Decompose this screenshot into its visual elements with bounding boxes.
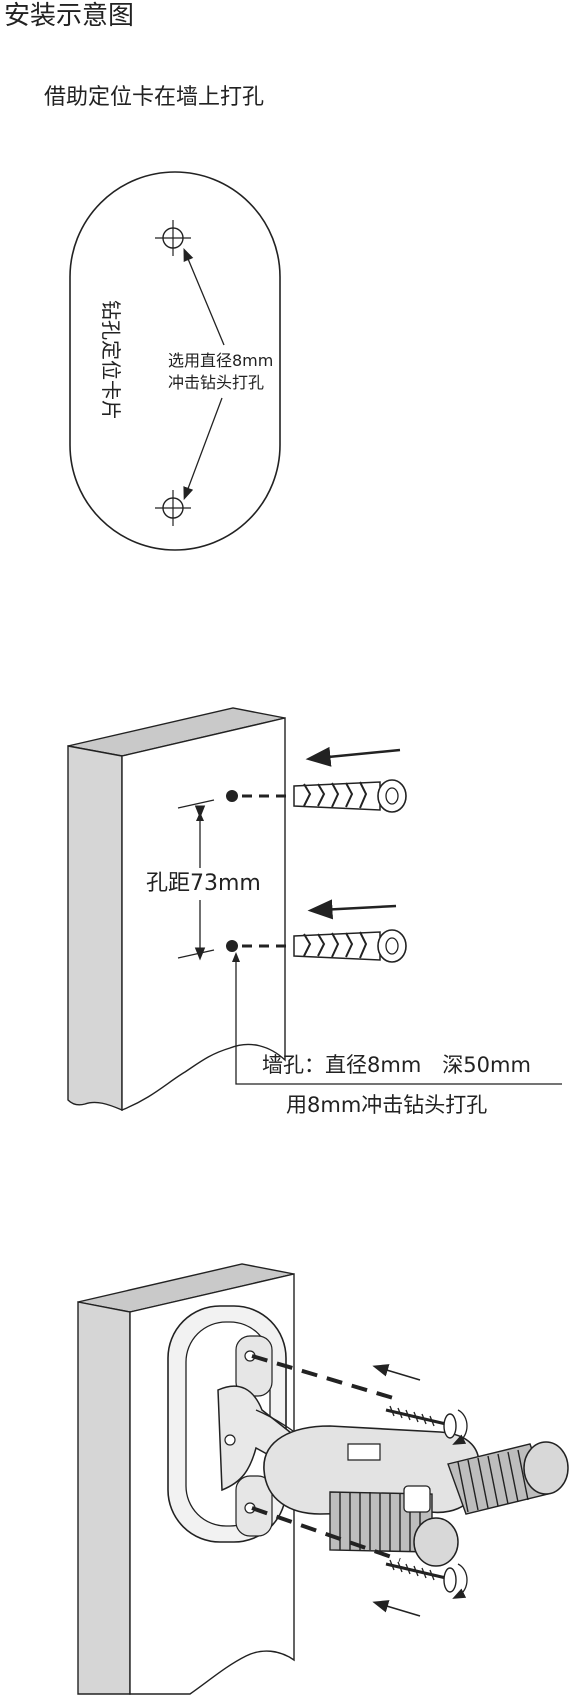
hole-spacing-label: 孔距73mm (146, 871, 261, 896)
page-title: 安装示意图 (4, 1, 135, 31)
top-hole-crosshair-icon (155, 220, 191, 256)
screw-arrow-bottom (372, 1600, 421, 1617)
screw-top-icon (385, 1405, 468, 1445)
insert-arrow-bottom (307, 899, 397, 920)
card-side-label: 钻孔定位卡片 (99, 300, 123, 420)
wall-anchor-top-icon (293, 779, 407, 813)
drill-note-line2: 冲击钻头打孔 (168, 373, 264, 392)
wall-anchor-bottom-icon (293, 929, 407, 963)
hook-assembly-icon (263, 1425, 569, 1567)
hole-spacing-dimension (177, 799, 215, 961)
arrow-to-top-hole (183, 248, 225, 346)
screw-bottom-icon (385, 1559, 468, 1599)
step1-heading: 借助定位卡在墙上打孔 (44, 85, 265, 110)
hole-spec-line2: 用8mm冲击钻头打孔 (286, 1093, 487, 1117)
drilling-template-card: 钻孔定位卡片 选用直径8mm 冲击钻头打孔 (69, 171, 281, 551)
wall-hole-bottom (226, 940, 238, 952)
screw-arrow-top (372, 1364, 421, 1381)
arrow-to-bottom-hole (183, 397, 223, 501)
drill-note-line1: 选用直径8mm (168, 351, 273, 370)
hole-spec-line1: 墙孔：直径8mm 深50mm (262, 1053, 531, 1077)
bottom-hole-crosshair-icon (155, 490, 191, 526)
insert-arrow-top (305, 746, 401, 767)
wall-block (67, 707, 286, 1112)
wall-hole-top (226, 790, 238, 802)
hole-callout-leader (235, 956, 562, 1085)
